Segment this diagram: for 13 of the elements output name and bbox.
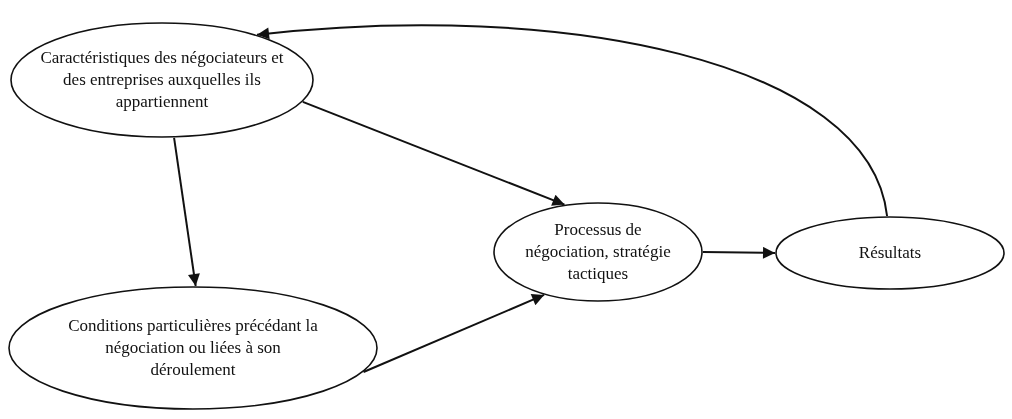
node-text: Résultats [857,241,923,264]
ellipse-node [8,286,378,410]
arrow [256,24,889,217]
ellipse-node [493,202,703,302]
ellipse-node [775,216,1005,290]
node-text: Conditions particulières précédant la négociation ou liées à son déroulement [68,314,318,382]
ellipse-node [10,22,314,138]
arrow [301,100,566,206]
arrow [173,136,200,287]
arrow [362,293,546,374]
arrow [702,246,776,259]
node-text: Processus de négociation, stratégie tactiques [524,218,672,286]
node-text: Caractéristiques des négociateurs et des entreprises auxquelles ils appartiennent [39,46,285,114]
